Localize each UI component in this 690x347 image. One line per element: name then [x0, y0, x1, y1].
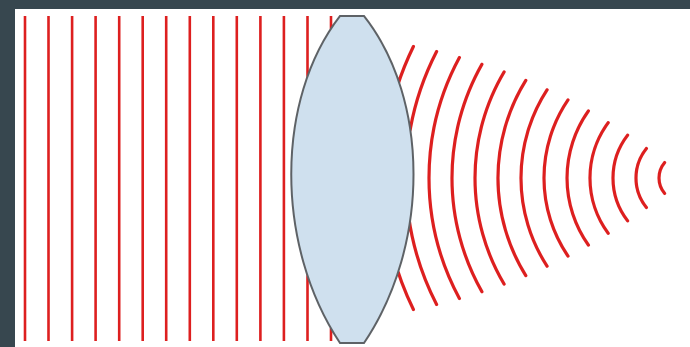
lens-diagram-stage	[0, 0, 690, 347]
converging-lens-diagram	[0, 0, 690, 347]
